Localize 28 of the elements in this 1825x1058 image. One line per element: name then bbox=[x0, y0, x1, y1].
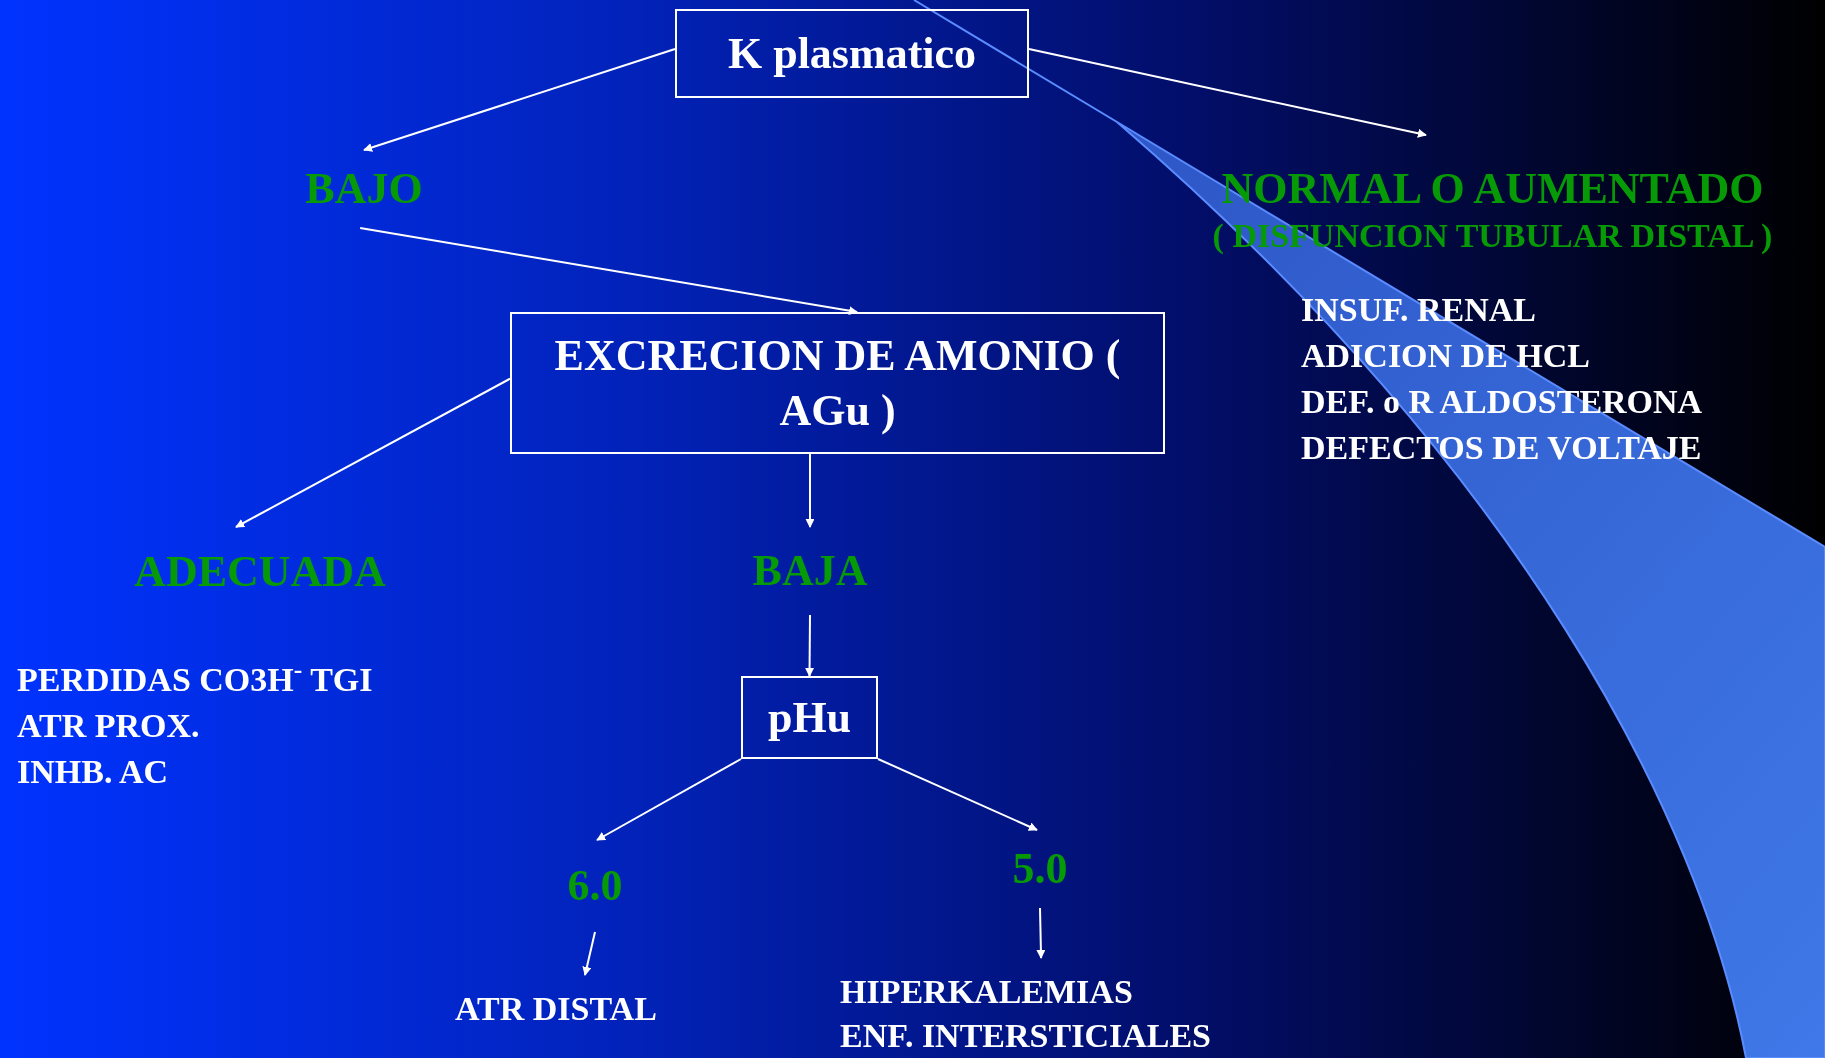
arrow bbox=[363, 48, 676, 152]
arrow bbox=[235, 377, 511, 528]
process-box bbox=[675, 9, 1029, 98]
result-text: HIPERKALEMIAS bbox=[840, 972, 1133, 1012]
box-text: K plasmatico bbox=[727, 28, 977, 80]
category-heading: BAJO bbox=[305, 162, 423, 215]
category-heading: ADECUADA bbox=[134, 545, 386, 598]
process-box bbox=[510, 312, 1165, 454]
category-heading: 5.0 bbox=[1012, 842, 1068, 895]
arrow bbox=[359, 227, 859, 316]
box-text: EXCRECION DE AMONIO ( AGu ) bbox=[553, 330, 1122, 437]
category-heading: 6.0 bbox=[567, 859, 623, 912]
arrow bbox=[805, 453, 815, 528]
result-text: ENF. INTERSTICIALES bbox=[840, 1016, 1211, 1057]
process-box bbox=[741, 676, 878, 759]
list-item-text: ATR PROX. bbox=[17, 706, 200, 746]
arrow bbox=[877, 758, 1038, 831]
list-item-text: INHB. AC bbox=[17, 752, 169, 792]
category-heading: NORMAL O AUMENTADO bbox=[1221, 163, 1764, 216]
arrow bbox=[805, 614, 815, 677]
arrow bbox=[582, 931, 596, 976]
arrow bbox=[1036, 907, 1046, 959]
result-text: ATR DISTAL bbox=[455, 989, 657, 1029]
list-item-text: PERDIDAS CO3H$^{-}$ TGI bbox=[17, 658, 373, 700]
box-text: pHu bbox=[767, 692, 852, 744]
category-heading: BAJA bbox=[752, 544, 868, 597]
arrow bbox=[596, 758, 742, 841]
arrow bbox=[1028, 48, 1427, 138]
